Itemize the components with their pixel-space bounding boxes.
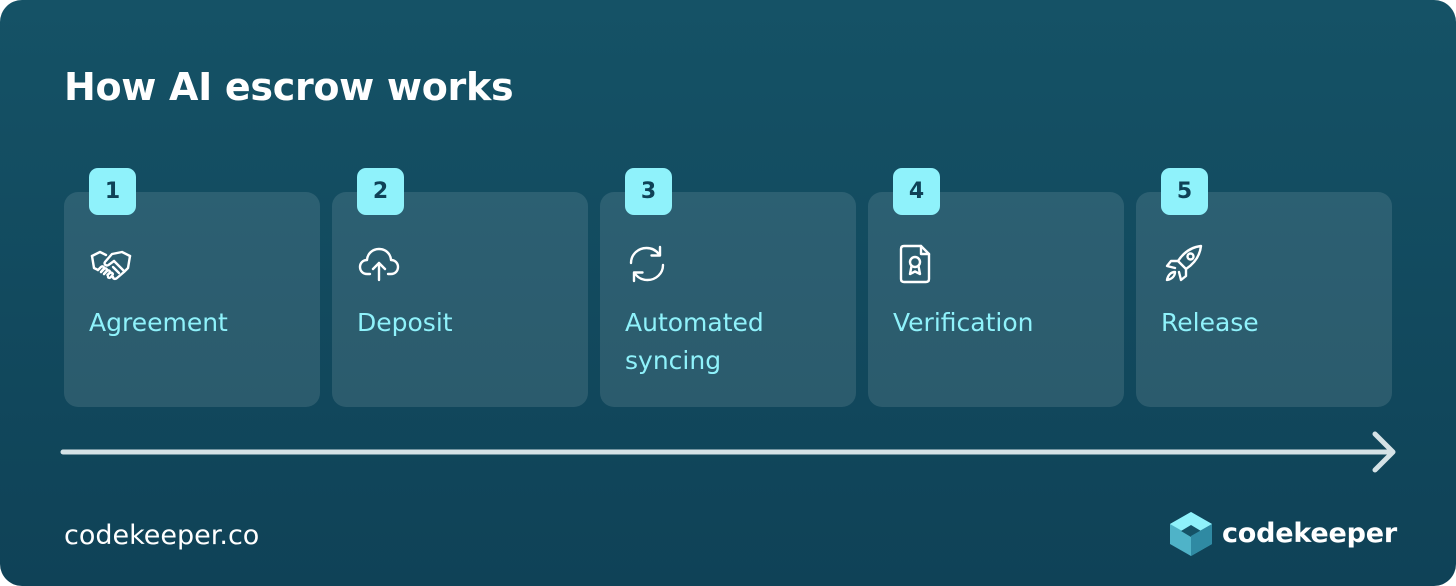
handshake-icon — [89, 242, 133, 286]
step-number-badge: 4 — [893, 168, 940, 215]
step-card-agreement: 1 Agreement — [64, 168, 320, 407]
step-card-deposit: 2 Deposit — [332, 168, 588, 407]
step-number-badge: 1 — [89, 168, 136, 215]
timeline-arrow — [60, 428, 1400, 478]
step-card-release: 5 Release — [1136, 168, 1392, 407]
step-number-badge: 2 — [357, 168, 404, 215]
step-label: Deposit — [357, 308, 453, 337]
website-url: codekeeper.co — [64, 520, 260, 551]
codekeeper-logo-icon — [1168, 510, 1214, 558]
page-title: How AI escrow works — [64, 65, 514, 109]
step-card-verification: 4 Verification — [868, 168, 1124, 407]
certificate-document-icon — [893, 242, 937, 286]
step-label: Automated syncing — [625, 308, 764, 375]
step-card-automated-syncing: 3 Automated syncing — [600, 168, 856, 407]
brand-logo: codekeeper — [1168, 508, 1397, 560]
step-label: Agreement — [89, 308, 228, 337]
brand-name: codekeeper — [1222, 518, 1398, 549]
step-label: Verification — [893, 308, 1034, 337]
step-number-badge: 3 — [625, 168, 672, 215]
sync-icon — [625, 242, 669, 286]
rocket-icon — [1161, 242, 1205, 286]
cloud-upload-icon — [357, 242, 401, 286]
step-label: Release — [1161, 308, 1259, 337]
step-number-badge: 5 — [1161, 168, 1208, 215]
